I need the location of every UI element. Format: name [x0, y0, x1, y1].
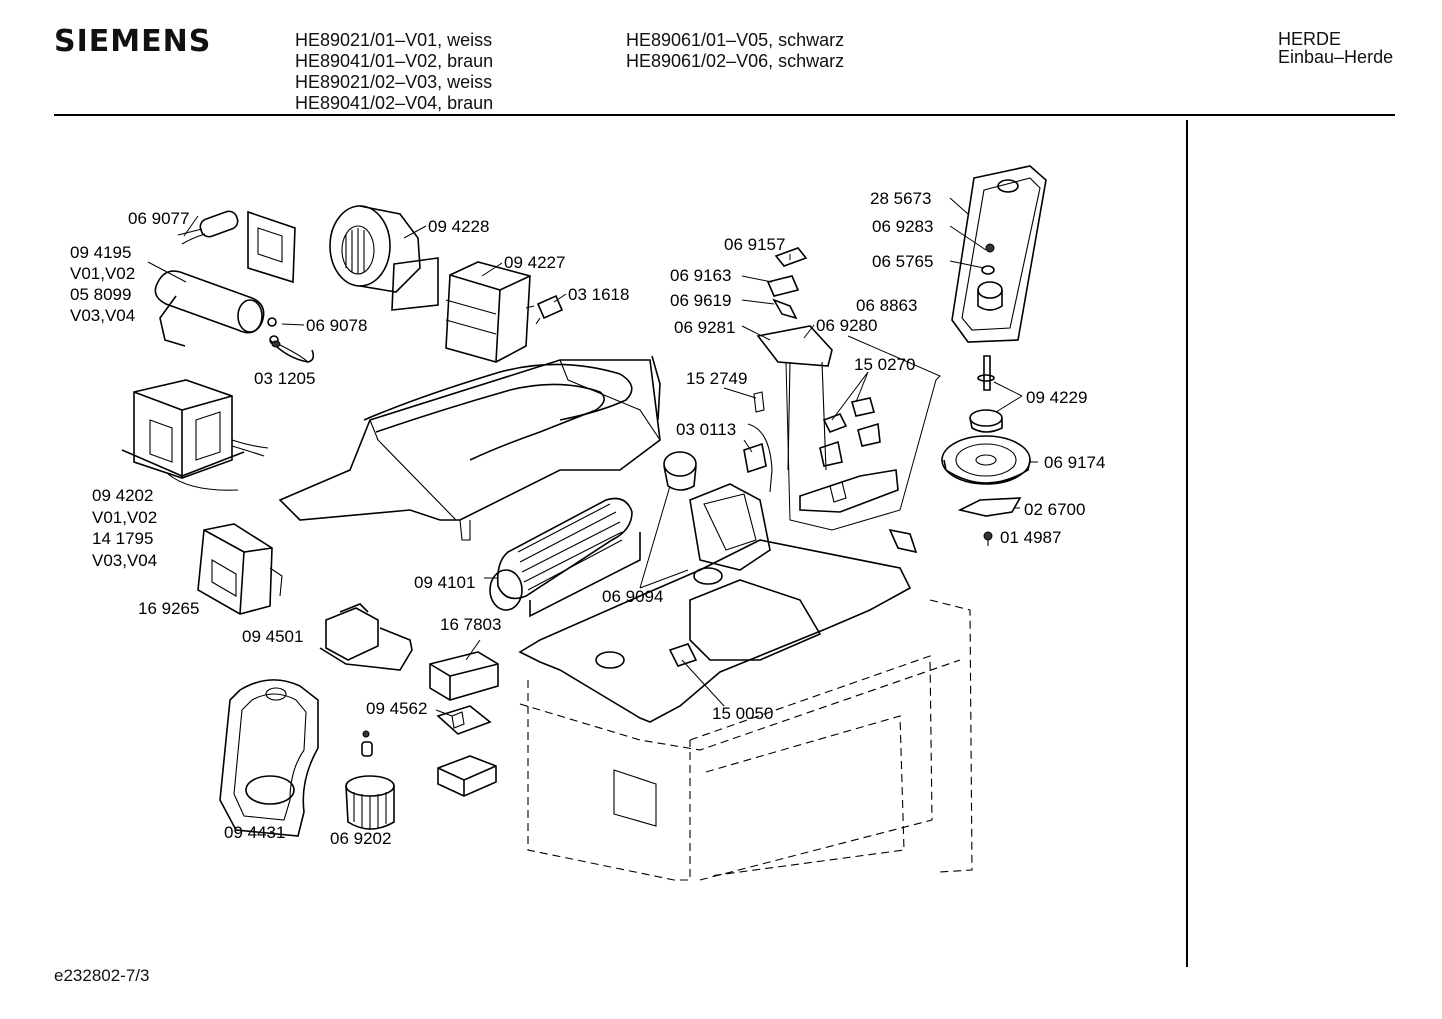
model-list-2: HE89061/01–V05, schwarz HE89061/02–V06, … — [626, 30, 844, 72]
label-058099: 05 8099 — [70, 285, 131, 304]
label-069078: 06 9078 — [306, 316, 367, 335]
capacitor-main — [154, 270, 309, 363]
category-line: HERDE — [1278, 29, 1342, 49]
motor-shaft — [969, 355, 1003, 433]
label-069163: 06 9163 — [670, 266, 731, 285]
label-169265: 16 9265 — [138, 599, 199, 618]
model-line: HE89021/02–V03, weiss — [295, 72, 493, 92]
relay-box — [197, 523, 283, 615]
drawing-code: e232802-7/3 — [54, 966, 150, 985]
label-014987: 01 4987 — [1000, 528, 1061, 547]
heating-element-frame — [278, 355, 661, 541]
label-069157: 06 9157 — [724, 235, 785, 254]
fan-wheel — [345, 730, 395, 830]
model-line: HE89061/01–V05, schwarz — [626, 30, 845, 50]
label-167803: 16 7803 — [440, 615, 501, 634]
washer-026700 — [957, 497, 1022, 517]
terminal-connector — [525, 294, 564, 325]
label-069202: 06 9202 — [330, 829, 391, 848]
label-variant-v0102: V01,V02 — [92, 508, 157, 527]
label-031205: 03 1205 — [254, 369, 315, 388]
switch-group-150270 — [785, 335, 941, 531]
brand-logo: SIEMENS — [54, 24, 212, 59]
label-030113: 03 0113 — [676, 420, 736, 439]
blower-fan — [329, 205, 439, 311]
label-069280: 06 9280 — [816, 316, 877, 335]
label-150270: 15 0270 — [854, 355, 915, 374]
side-rule — [1186, 120, 1188, 967]
label-150050: 15 0050 — [712, 704, 773, 723]
label-069283: 06 9283 — [872, 217, 933, 236]
base-plate — [518, 483, 912, 723]
label-variant-v0304: V03,V04 — [92, 551, 157, 570]
model-line: HE89041/01–V02, braun — [295, 51, 494, 71]
label-094228: 09 4228 — [428, 217, 489, 236]
mounting-bracket — [247, 210, 296, 284]
model-list-1: HE89021/01–V01, weiss HE89041/01–V02, br… — [295, 30, 493, 114]
label-variant-v0304: V03,V04 — [70, 306, 135, 325]
label-069281: 06 9281 — [674, 318, 735, 337]
label-065765: 06 5765 — [872, 252, 933, 271]
control-board — [436, 705, 497, 797]
label-094202: 09 4202 — [92, 486, 153, 505]
label-094195: 09 4195 — [70, 243, 131, 262]
leader-lines — [147, 197, 1038, 717]
cable-clip — [269, 339, 315, 363]
label-094227: 09 4227 — [504, 253, 565, 272]
screw-014987 — [983, 531, 993, 546]
capacitor-small — [177, 210, 239, 245]
label-285673: 28 5673 — [870, 189, 931, 208]
door-switch-150050 — [668, 643, 698, 667]
fan-disc — [941, 435, 1031, 485]
gasket-panel — [951, 165, 1047, 343]
label-094562: 09 4562 — [366, 699, 427, 718]
clip-bracket — [888, 528, 918, 554]
transformer-large — [121, 379, 269, 491]
fan-motor — [319, 603, 413, 671]
header-rule — [54, 114, 1395, 116]
tangential-fan — [489, 497, 641, 618]
product-category: HERDE Einbau–Herde — [1278, 30, 1393, 66]
label-141795: 14 1795 — [92, 529, 153, 548]
label-094101: 09 4101 — [414, 573, 475, 592]
label-152749: 15 2749 — [686, 369, 747, 388]
label-094229: 09 4229 — [1026, 388, 1087, 407]
label-026700: 02 6700 — [1024, 500, 1085, 519]
fan-housing-gasket — [219, 679, 319, 837]
label-069094: 06 9094 — [602, 587, 663, 606]
model-line: HE89021/01–V01, weiss — [295, 30, 493, 50]
transformer-small — [445, 261, 531, 363]
thermostat-030113 — [663, 391, 773, 493]
label-069619: 06 9619 — [670, 291, 731, 310]
insulation-pad — [429, 651, 499, 701]
label-069174: 06 9174 — [1044, 453, 1105, 472]
door-switch-parts — [756, 247, 833, 471]
label-variant-v0102: V01,V02 — [70, 264, 135, 283]
label-069077: 06 9077 — [128, 209, 189, 228]
model-line: HE89041/02–V04, braun — [295, 93, 494, 113]
label-094431: 09 4431 — [224, 823, 285, 842]
model-line: HE89061/02–V06, schwarz — [626, 51, 845, 71]
oven-body-outline — [519, 599, 973, 881]
label-031618: 03 1618 — [568, 285, 629, 304]
label-094501: 09 4501 — [242, 627, 303, 646]
label-068863: 06 8863 — [856, 296, 917, 315]
category-line: Einbau–Herde — [1278, 47, 1394, 67]
